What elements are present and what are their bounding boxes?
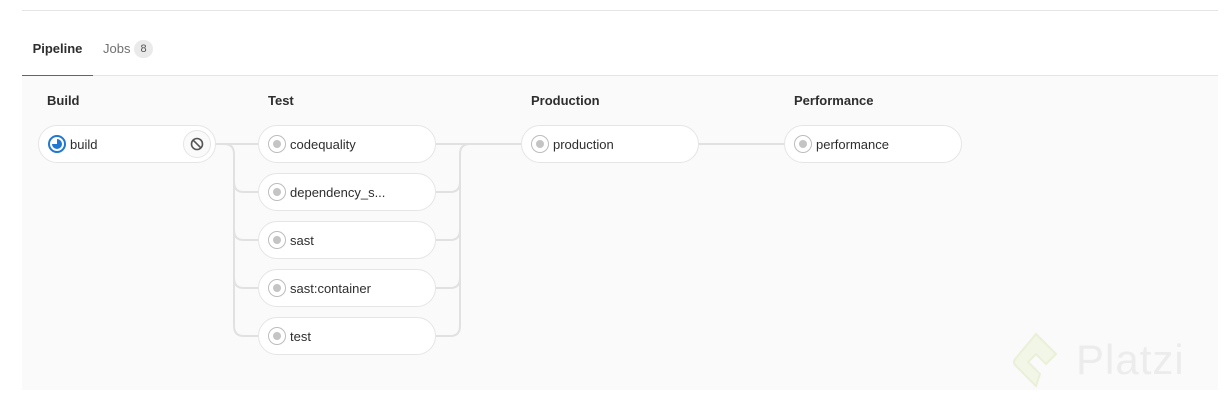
stage-title-test: Test bbox=[268, 93, 294, 108]
job-name: performance bbox=[816, 136, 889, 152]
job-name: dependency_s... bbox=[290, 184, 386, 200]
stage-title-performance: Performance bbox=[794, 93, 874, 108]
stage-title-production: Production bbox=[531, 93, 600, 108]
job-build[interactable]: build bbox=[38, 125, 216, 163]
job-name: test bbox=[290, 328, 311, 344]
job-sast[interactable]: sast bbox=[258, 221, 436, 259]
cancel-job-button[interactable] bbox=[183, 130, 211, 158]
status-created-icon bbox=[794, 135, 812, 153]
status-created-icon bbox=[268, 183, 286, 201]
job-name: sast:container bbox=[290, 280, 371, 296]
job-codequality[interactable]: codequality bbox=[258, 125, 436, 163]
job-name: sast bbox=[290, 232, 314, 248]
job-test[interactable]: test bbox=[258, 317, 436, 355]
job-name: production bbox=[553, 136, 614, 152]
job-name: codequality bbox=[290, 136, 356, 152]
platzi-logo-icon bbox=[1013, 332, 1058, 388]
status-created-icon bbox=[531, 135, 549, 153]
job-performance[interactable]: performance bbox=[784, 125, 962, 163]
job-production[interactable]: production bbox=[521, 125, 699, 163]
tab-jobs-label: Jobs bbox=[103, 41, 131, 56]
status-created-icon bbox=[268, 135, 286, 153]
job-sast-container[interactable]: sast:container bbox=[258, 269, 436, 307]
stage-title-build: Build bbox=[47, 93, 80, 108]
jobs-count-badge: 8 bbox=[134, 40, 153, 58]
status-created-icon bbox=[268, 279, 286, 297]
cancel-icon bbox=[190, 137, 204, 151]
pipeline-graph: Build build Test codequality dependency_… bbox=[22, 76, 1218, 390]
status-created-icon bbox=[268, 231, 286, 249]
status-created-icon bbox=[268, 327, 286, 345]
top-divider bbox=[22, 10, 1218, 11]
platzi-watermark: Platzi bbox=[1010, 330, 1185, 390]
status-running-icon bbox=[48, 135, 66, 153]
job-name: build bbox=[70, 136, 98, 152]
stage-connectors bbox=[214, 143, 786, 337]
watermark-text: Platzi bbox=[1076, 336, 1185, 383]
tab-pipeline[interactable]: Pipeline bbox=[22, 32, 93, 77]
job-dependency-scanning[interactable]: dependency_s... bbox=[258, 173, 436, 211]
